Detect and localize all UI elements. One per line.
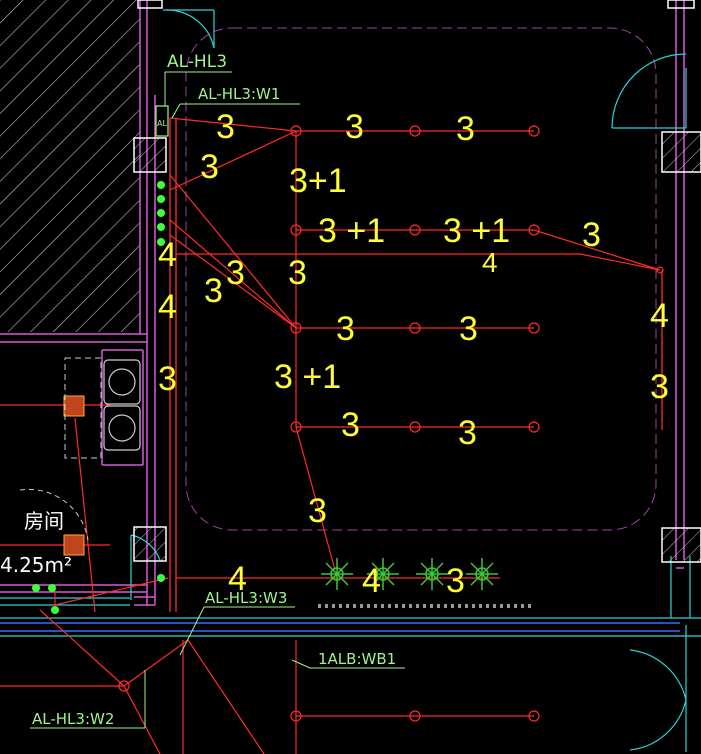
circuit-w3-label: AL-HL3:W3 (205, 589, 287, 607)
panel-box-label: AL (157, 119, 167, 128)
wire-count: 3 (204, 272, 223, 310)
room-curve (19, 488, 89, 541)
walls (0, 0, 685, 606)
hatched-wall (0, 0, 140, 332)
room-name: 房间 (24, 509, 64, 533)
columns (133, 0, 701, 563)
wire-count: 3 +1 (274, 358, 341, 396)
wire-count: 3 (456, 110, 475, 148)
wire-count: 3 (446, 562, 465, 600)
leaders (30, 71, 405, 729)
trunk (169, 118, 663, 612)
wire-count: 4 (158, 288, 177, 326)
wire-count: 3 (216, 108, 235, 146)
wire-count: 3 (459, 310, 478, 348)
wire-count: 3+1 (289, 162, 347, 200)
circuit-wb1-label: 1ALB:WB1 (318, 650, 396, 668)
wire-count: 3 (200, 148, 219, 186)
sink-fixtures (103, 359, 141, 451)
blue-conduit (0, 622, 680, 632)
wire-count: 4 (228, 560, 247, 598)
room-area: 4.25m² (0, 553, 72, 577)
panel-name: AL-HL3 (167, 52, 227, 72)
doors (0, 9, 701, 752)
circuit-w2-label: AL-HL3:W2 (32, 710, 114, 728)
wire-count: 3 +1 (318, 212, 385, 250)
wire-count: 3 (650, 368, 669, 406)
distribution-panel[interactable] (155, 105, 169, 137)
circuit-w1-label: AL-HL3:W1 (198, 85, 280, 103)
wire-count: 3 (226, 254, 245, 292)
wiring (0, 117, 661, 754)
wire-count: 3 (308, 492, 327, 530)
switch-dots[interactable] (32, 181, 165, 614)
wire-count: 3 (582, 216, 601, 254)
wire-count: 3 (158, 360, 177, 398)
wire-count: 4 (158, 236, 177, 274)
plant-symbols (321, 558, 498, 590)
wire-count: 3 (336, 310, 355, 348)
wire-count: 4 (650, 297, 669, 335)
wire-count: 3 (288, 254, 307, 292)
wire-count: 3 (345, 108, 364, 146)
wire-count: 4 (362, 562, 381, 600)
junction-boxes (63, 395, 85, 556)
wire-count: 3 (458, 414, 477, 452)
wire-count: 3 (341, 406, 360, 444)
wire-count: 3 +1 (443, 212, 510, 250)
wire-count: 4 (482, 247, 498, 278)
fixture-outline (64, 357, 102, 459)
lamp-nodes (118, 125, 664, 722)
room-outline (185, 27, 657, 531)
